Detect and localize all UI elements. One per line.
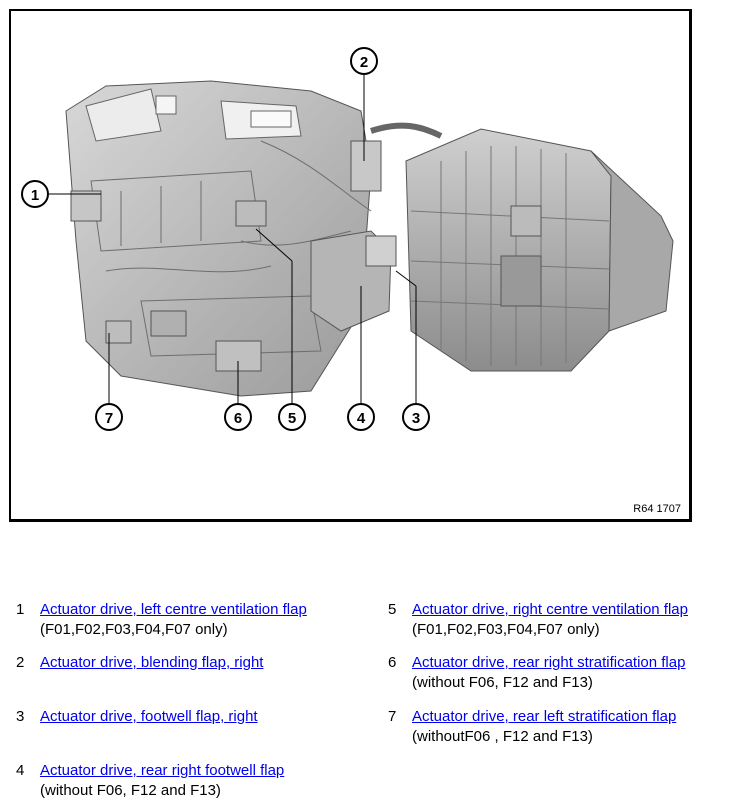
legend-link-3[interactable]: Actuator drive, footwell flap, right bbox=[40, 708, 258, 725]
legend-note: (without F06, F12 and F13) bbox=[40, 782, 221, 799]
legend-link-6[interactable]: Actuator drive, rear right stratificatio… bbox=[412, 654, 686, 671]
callout-2: 2 bbox=[350, 47, 378, 75]
svg-text:6: 6 bbox=[234, 410, 242, 427]
legend-number: 1 bbox=[16, 601, 25, 618]
legend-note: (F01,F02,F03,F04,F07 only) bbox=[40, 621, 228, 638]
legend-link-4[interactable]: Actuator drive, rear right footwell flap bbox=[40, 762, 285, 779]
callout-3: 3 bbox=[402, 403, 430, 431]
callout-5: 5 bbox=[278, 403, 306, 431]
legend-link-7[interactable]: Actuator drive, rear left stratification… bbox=[412, 708, 677, 725]
legend-number: 2 bbox=[16, 654, 25, 671]
diagram-figure: 1 2 3 4 5 6 7 R64 1707 bbox=[9, 9, 692, 522]
hvac-unit-illustration: 1 2 3 4 5 6 7 bbox=[21, 47, 674, 431]
legend-number: 5 bbox=[388, 601, 397, 618]
legend-note: (without F06, F12 and F13) bbox=[412, 674, 593, 691]
svg-text:4: 4 bbox=[357, 410, 366, 427]
figure-reference: R64 1707 bbox=[633, 503, 681, 515]
legend-link-5[interactable]: Actuator drive, right centre ventilation… bbox=[412, 601, 688, 618]
legend-number: 4 bbox=[16, 762, 25, 779]
center-assembly bbox=[310, 122, 443, 332]
callout-6: 6 bbox=[224, 403, 252, 431]
svg-text:1: 1 bbox=[31, 187, 39, 204]
legend-number: 6 bbox=[388, 654, 397, 671]
callout-1: 1 bbox=[21, 180, 49, 208]
legend-number: 3 bbox=[16, 708, 25, 725]
right-housing bbox=[405, 128, 674, 372]
callout-4: 4 bbox=[347, 403, 375, 431]
legend-number: 7 bbox=[388, 708, 397, 725]
legend-link-1[interactable]: Actuator drive, left centre ventilation … bbox=[40, 601, 307, 618]
legend-note: (withoutF06 , F12 and F13) bbox=[412, 728, 593, 745]
svg-text:5: 5 bbox=[288, 410, 296, 427]
legend-note: (F01,F02,F03,F04,F07 only) bbox=[412, 621, 600, 638]
callout-leaders bbox=[49, 75, 417, 403]
legend-link-2[interactable]: Actuator drive, blending flap, right bbox=[40, 654, 264, 671]
callout-7: 7 bbox=[95, 403, 123, 431]
left-housing bbox=[65, 80, 372, 397]
svg-text:3: 3 bbox=[412, 410, 420, 427]
svg-text:7: 7 bbox=[105, 410, 113, 427]
svg-text:2: 2 bbox=[360, 54, 368, 71]
